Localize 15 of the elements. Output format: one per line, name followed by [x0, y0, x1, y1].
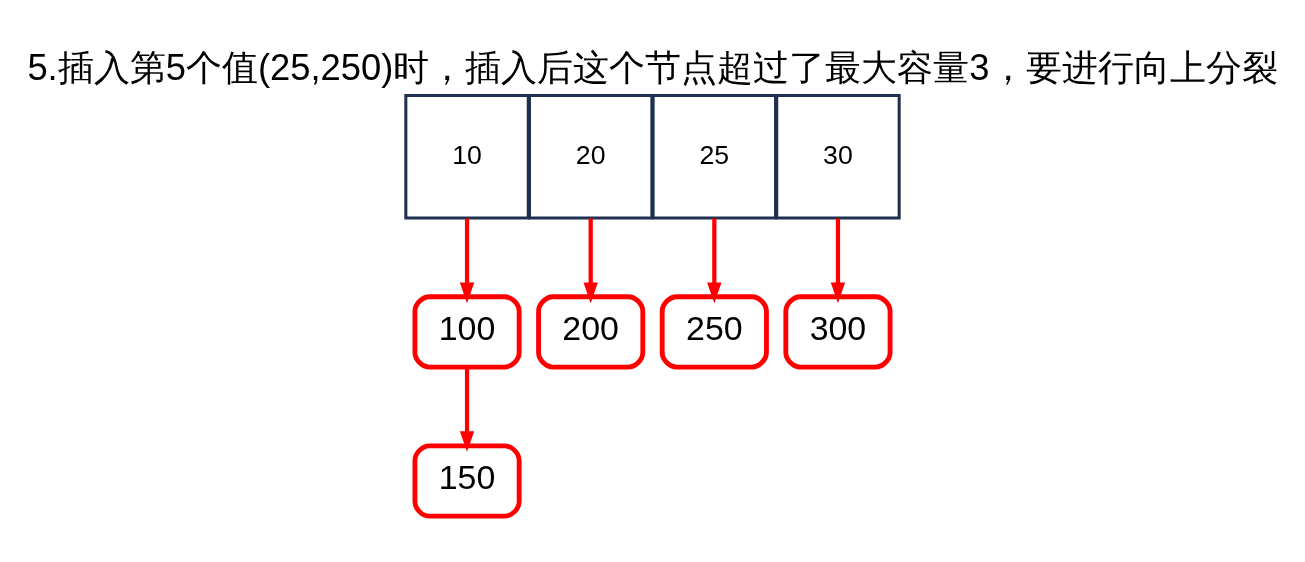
node-box: 150 — [412, 443, 522, 519]
node-box: 250 — [659, 294, 769, 370]
node-box: 30 — [775, 94, 901, 220]
node-box: 100 — [412, 294, 522, 370]
arrow — [583, 218, 598, 304]
arrow — [459, 218, 475, 304]
arrow — [830, 218, 846, 304]
node-box: 300 — [783, 294, 893, 370]
node-box: 10 — [404, 94, 530, 220]
node-box: 20 — [527, 94, 654, 220]
node-box: 25 — [651, 94, 778, 220]
arrow — [459, 367, 475, 452]
diagram-title: 5.插入第5个值(25,250)时，插入后这个节点超过了最大容量3，要进行向上分裂 — [27, 46, 1278, 88]
node-box: 200 — [536, 294, 646, 370]
arrow — [707, 218, 722, 304]
